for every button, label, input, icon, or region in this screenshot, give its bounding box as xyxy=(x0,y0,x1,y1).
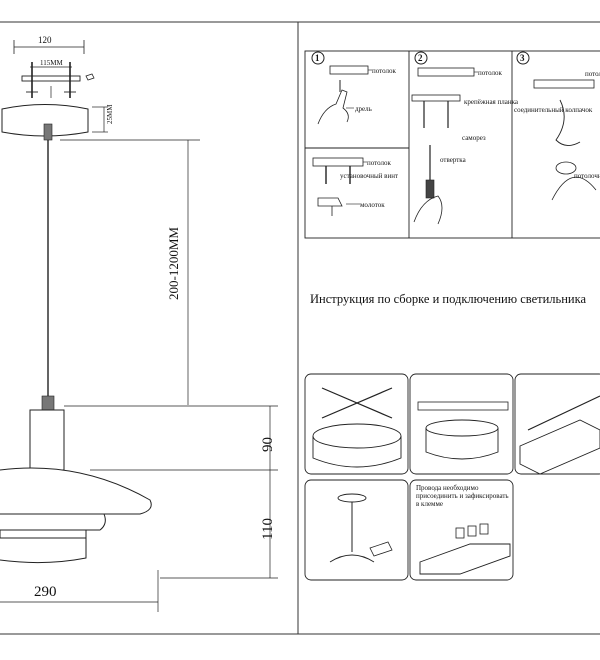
panel-cylinder-canopy xyxy=(409,373,514,475)
body-height-label: 90 xyxy=(260,437,276,452)
drill-icon xyxy=(317,89,349,125)
canopy xyxy=(1,104,89,137)
lamp-dimension-drawing: 120 115MM 25MM 200-1200MM 90 xyxy=(0,35,278,612)
step-2-ceiling-label: потолок xyxy=(478,69,503,77)
lamp-body xyxy=(29,409,65,471)
mount-spacing-label: 115MM xyxy=(40,59,63,67)
step-1b-screw-label: установочный винт xyxy=(340,172,398,180)
shade-height-label: 110 xyxy=(260,518,276,540)
lamp-shade xyxy=(0,467,152,515)
step-3-number: 3 xyxy=(520,53,525,63)
panel-wiring-terminal xyxy=(409,479,514,581)
steps-table: 1 потолок дрель потолок установочный вин… xyxy=(304,50,600,239)
step-2-bracket-label: крепёжная планка xyxy=(464,98,519,106)
step-2-screw-label: саморез xyxy=(462,134,486,142)
step-1b-hammer-label: молоток xyxy=(360,201,385,209)
step-1-ceiling-label: потолок xyxy=(372,67,397,75)
step-3-ceiling-label: потолок xyxy=(585,70,600,78)
ceiling-icon xyxy=(533,79,595,89)
cable-length-label: 200-1200MM xyxy=(166,227,181,300)
step-1-tool-label: дрель xyxy=(355,105,372,113)
ceiling-icon xyxy=(417,67,475,77)
wire-icon xyxy=(555,99,581,146)
bracket-icon xyxy=(411,94,461,102)
assembly-illustrations: Провода необходимо присоединить и зафикс… xyxy=(304,373,600,581)
step-3-cup-label: потолочная чаша светильника xyxy=(574,172,600,180)
bracket-icon xyxy=(21,75,81,82)
shade-width-label: 290 xyxy=(34,584,57,600)
panel-hanging-lamp xyxy=(304,479,409,581)
wiring-note: Провода необходимо присоединить и зафикс… xyxy=(416,484,509,508)
ceiling-icon xyxy=(329,65,369,75)
instruction-heading: Инструкция по сборке и подключению свети… xyxy=(310,292,587,306)
terminal-block xyxy=(419,543,511,575)
step-2-number: 2 xyxy=(418,53,423,63)
step-1b-ceiling-label: потолок xyxy=(367,159,392,167)
step-1: 1 потолок дрель xyxy=(311,51,397,125)
step-2: 2 потолок крепёжная планка саморез отвер… xyxy=(411,51,519,225)
canopy-height-label: 25MM xyxy=(106,104,114,124)
hammer-icon xyxy=(317,197,343,216)
step-2-screwdriver-label: отвертка xyxy=(440,156,467,164)
panel-rect-canopy xyxy=(514,373,600,475)
step-1b: потолок установочный винт молоток xyxy=(312,157,398,216)
step-3: 3 потолок соединительный колпачок потоло… xyxy=(514,51,600,201)
step-3-connector-label: соединительный колпачок xyxy=(514,106,593,114)
ceiling-icon xyxy=(312,157,364,167)
step-1-number: 1 xyxy=(315,53,320,63)
panel-round-canopy xyxy=(304,373,409,475)
top-width-label: 120 xyxy=(38,35,52,45)
